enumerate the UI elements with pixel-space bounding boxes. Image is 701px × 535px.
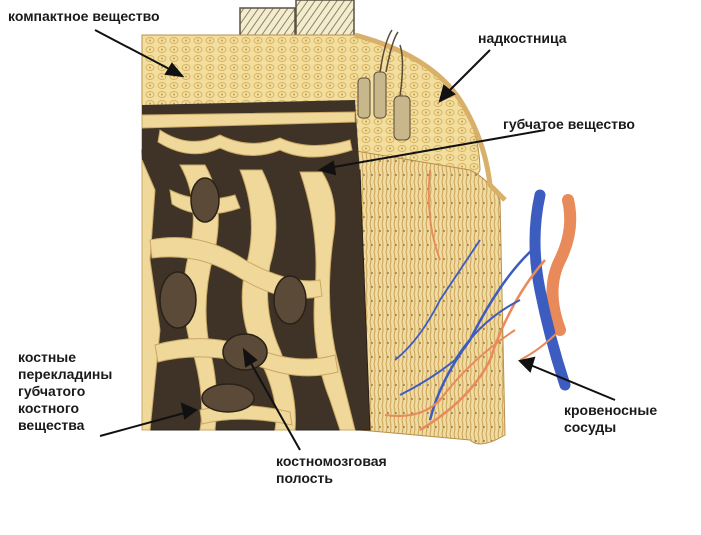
label-blood-vessels: кровеносные сосуды — [564, 402, 658, 435]
leader-vessels — [527, 363, 616, 401]
leader-trabeculae — [99, 411, 189, 437]
label-bone-trabeculae: костные перекладины губчатого костного в… — [18, 349, 113, 433]
blood-vessels — [384, 169, 577, 432]
leader-spongy — [327, 129, 546, 169]
nerve-bundles — [357, 29, 411, 141]
leader-marrow — [247, 357, 301, 451]
label-periosteum: надкостница — [478, 30, 567, 46]
label-marrow-cavity: костномозговая полость — [276, 453, 387, 486]
leader-periosteum — [444, 49, 491, 96]
leader-lines — [94, 29, 616, 451]
label-compact-substance: компактное вещество — [8, 8, 160, 24]
label-spongy-substance: губчатое вещество — [503, 116, 635, 132]
leader-compact — [94, 29, 176, 73]
